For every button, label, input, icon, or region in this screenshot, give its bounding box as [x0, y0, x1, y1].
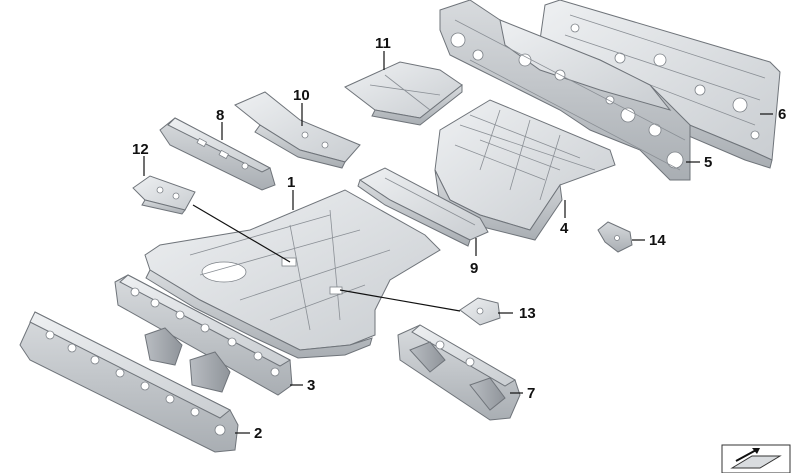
part-3-crossmember[interactable] — [114, 274, 293, 396]
callout-13: 13 — [519, 305, 536, 322]
part-12-small-bracket[interactable] — [132, 175, 196, 215]
callout-labels: 1 2 3 4 5 6 7 8 9 10 11 12 13 14 — [132, 35, 786, 442]
view-orientation-icon — [721, 444, 791, 473]
callout-7: 7 — [527, 385, 535, 402]
callout-11: 11 — [375, 35, 391, 52]
callout-5: 5 — [704, 154, 712, 171]
callout-1: 1 — [287, 174, 295, 191]
callout-9: 9 — [470, 260, 478, 277]
part-13-small-plate[interactable] — [459, 297, 501, 326]
part-11-bracket-panel[interactable] — [344, 61, 463, 126]
callout-3: 3 — [307, 377, 315, 394]
part-14-small-bracket[interactable] — [597, 221, 633, 253]
callout-2: 2 — [254, 425, 262, 442]
part-6-rear-panel[interactable] — [539, 0, 781, 169]
leader-lines — [143, 51, 773, 434]
part-8-rail[interactable] — [159, 117, 276, 191]
callout-6: 6 — [778, 106, 786, 123]
callout-4: 4 — [560, 220, 569, 237]
callout-10: 10 — [293, 87, 310, 104]
part-7-rear-bracket-assembly[interactable] — [397, 324, 521, 421]
part-9-cross-brace[interactable] — [357, 167, 489, 247]
callout-12: 12 — [132, 141, 149, 158]
callout-8: 8 — [216, 107, 224, 124]
callout-14: 14 — [649, 232, 666, 249]
part-2-rear-crossmember[interactable] — [19, 311, 239, 453]
part-10-channel[interactable] — [234, 91, 361, 169]
part-5-crossmember-panel[interactable] — [439, 0, 691, 181]
